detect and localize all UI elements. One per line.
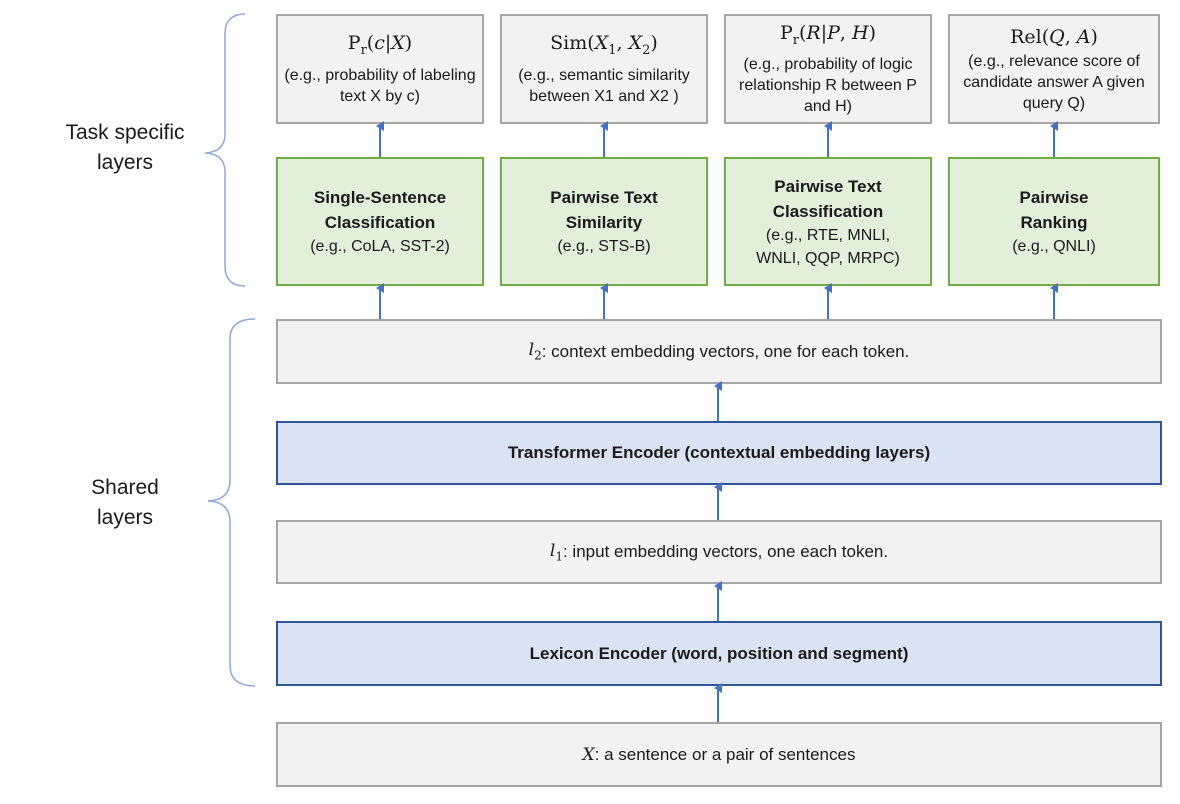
task-title: Pairwise Text — [774, 176, 882, 196]
shared-layers-brace — [207, 318, 256, 687]
task-box-pairwise-ranking: Pairwise Ranking (e.g., QNLI) — [948, 157, 1160, 286]
task-title: Pairwise — [1019, 188, 1089, 207]
task-example: WNLI, QQP, MRPC) — [756, 249, 900, 267]
output-box-classification: Pr(c|X) (e.g., probability of labeling t… — [276, 14, 484, 124]
transformer-encoder-layer: Transformer Encoder (contextual embeddin… — [276, 421, 1162, 485]
layer-text: : context embedding vectors, one for eac… — [541, 341, 910, 361]
output-description: (e.g., relevance score of candidate answ… — [963, 52, 1145, 112]
layer-text: Lexicon Encoder (word, position and segm… — [529, 643, 909, 663]
lexicon-encoder-layer: Lexicon Encoder (word, position and segm… — [276, 621, 1162, 686]
task-example: (e.g., STS-B) — [557, 238, 651, 255]
output-box-similarity: Sim(X1, X2) (e.g., semantic similarity b… — [500, 14, 708, 124]
task-title: Ranking — [1020, 213, 1088, 232]
task-layers-brace — [204, 13, 246, 287]
output-formula: Pr(c|X) — [347, 32, 413, 58]
layer-text: : a sentence or a pair of sentences — [594, 744, 856, 764]
task-example: (e.g., RTE, MNLI, — [765, 226, 891, 244]
task-box-pairwise-text-classification: Pairwise Text Classification (e.g., RTE,… — [724, 157, 932, 286]
layer-symbol: l1 — [549, 540, 563, 564]
input-sentence-layer: X : a sentence or a pair of sentences — [276, 722, 1162, 787]
group-label-line: layers — [96, 151, 154, 174]
layer-symbol: X — [582, 744, 595, 765]
shared-layers-label: Shared layers — [40, 473, 210, 533]
output-formula: Rel(Q, A) — [1010, 25, 1098, 48]
layer-text: : input embedding vectors, one each toke… — [562, 542, 889, 561]
task-title: Classification — [324, 213, 436, 232]
task-example: (e.g., QNLI) — [1012, 238, 1096, 255]
output-description: (e.g., semantic similarity between X1 an… — [518, 66, 690, 105]
task-title: Similarity — [565, 213, 643, 232]
task-title: Single-Sentence — [313, 188, 447, 207]
layer-text: Transformer Encoder (contextual embeddin… — [507, 443, 931, 462]
task-box-single-sentence-classification: Single-Sentence Classification (e.g., Co… — [276, 157, 484, 286]
output-box-ranking: Rel(Q, A) (e.g., relevance score of cand… — [948, 14, 1160, 124]
task-box-pairwise-text-similarity: Pairwise Text Similarity (e.g., STS-B) — [500, 157, 708, 286]
output-formula: Sim(X1, X2) — [550, 32, 658, 58]
group-label-line: layers — [96, 506, 154, 529]
group-label-line: Shared — [91, 476, 159, 499]
layer-symbol: l2 — [528, 340, 542, 363]
output-formula: Pr(R|P, H) — [779, 21, 877, 48]
task-title: Pairwise Text — [550, 188, 658, 207]
task-specific-layers-label: Task specific layers — [40, 118, 210, 178]
task-title: Classification — [772, 201, 884, 221]
output-description: (e.g., probability of labeling text X by… — [284, 66, 476, 105]
task-example: (e.g., CoLA, SST-2) — [310, 238, 450, 255]
l1-input-embedding-layer: l1 : input embedding vectors, one each t… — [276, 520, 1162, 584]
output-description: (e.g., probability of logic relationship… — [739, 56, 917, 116]
output-box-pairwise-classification: Pr(R|P, H) (e.g., probability of logic r… — [724, 14, 932, 124]
group-label-line: Task specific — [65, 121, 185, 144]
